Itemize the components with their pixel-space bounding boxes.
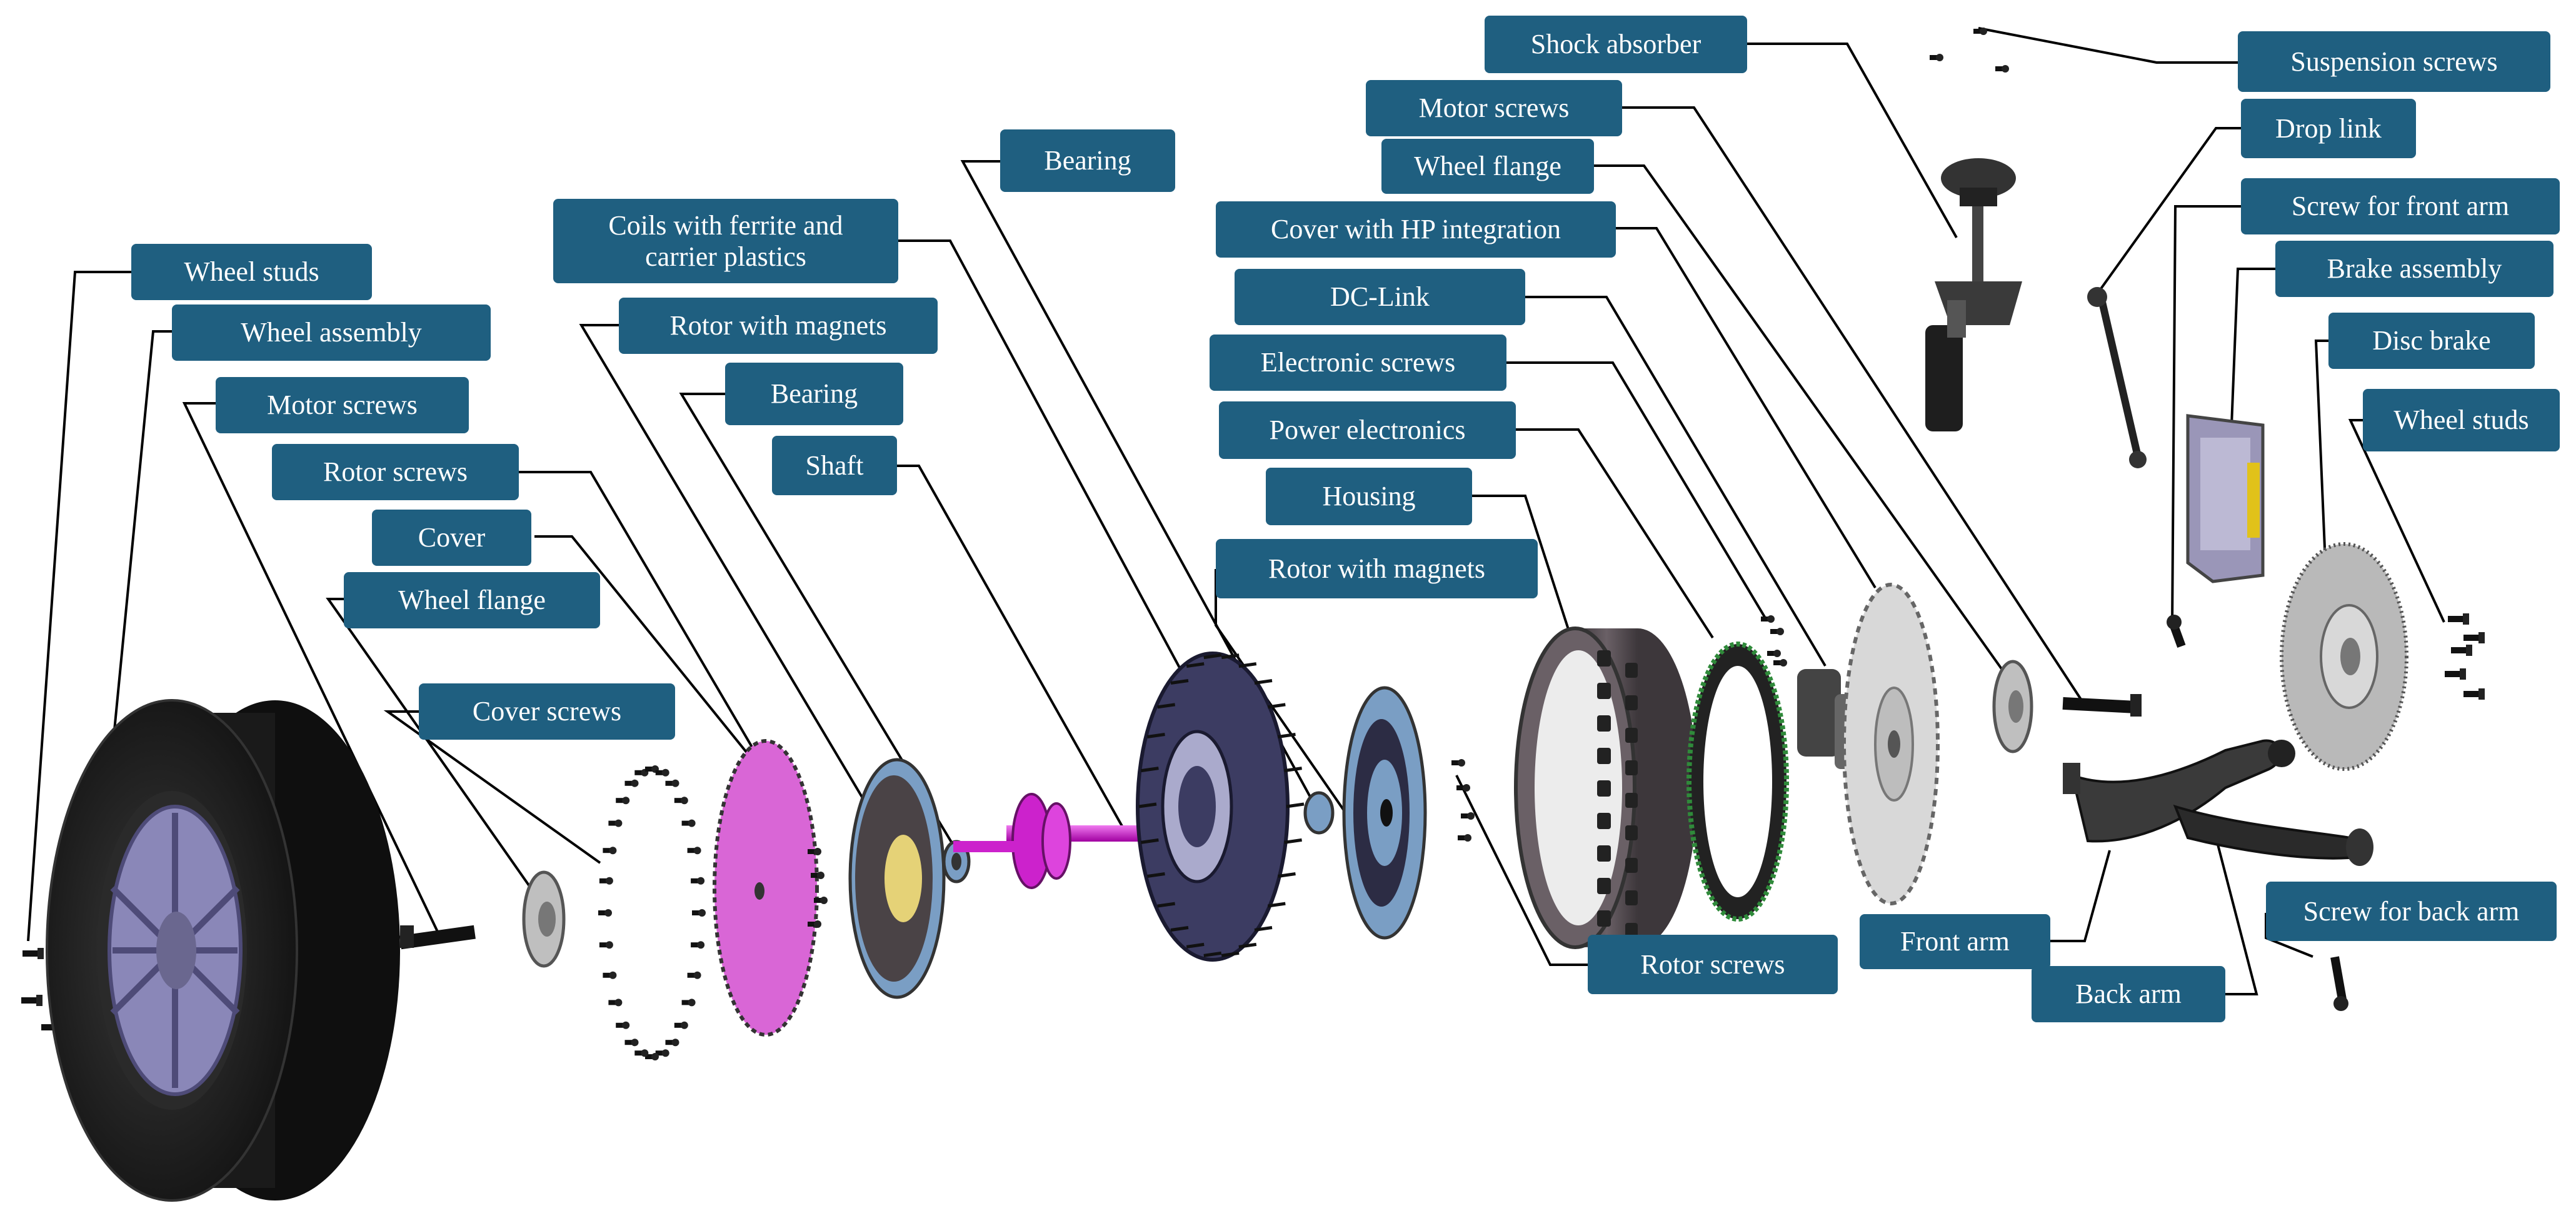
leader-motor-screws-right	[1622, 106, 2083, 702]
leader-cover-screws	[383, 710, 601, 864]
power-electronics	[1686, 642, 1789, 922]
label-screw-back-arm: Screw for back arm	[2266, 882, 2557, 941]
leader-cover-hp	[1616, 227, 1877, 589]
label-rotor-magnets-mid: Rotor with magnets	[1216, 539, 1538, 598]
label-cover-screws: Cover screws	[419, 683, 675, 740]
rotor-disc	[848, 758, 946, 999]
label-cover-hp: Cover with HP integration	[1216, 201, 1616, 258]
electronic-screws	[1761, 615, 1787, 667]
cover	[713, 739, 819, 1037]
screw-for-front-arm	[2167, 615, 2186, 648]
rotor-with-magnets	[1342, 686, 1427, 940]
shaft	[953, 793, 1150, 889]
label-drop-link: Drop link	[2241, 99, 2416, 158]
housing	[1514, 627, 1697, 949]
leader-power-electronics	[1516, 428, 1714, 639]
leader-bearing-mid	[679, 393, 958, 852]
leader-bearing-top	[960, 160, 1320, 813]
wheel-flange-left	[522, 870, 566, 968]
cover-with-hp-integration	[1842, 583, 1940, 905]
leader-front-arm	[2050, 850, 2111, 942]
leader-back-arm	[2212, 825, 2258, 995]
leader-wheel-assembly	[108, 330, 172, 782]
leader-shaft	[897, 465, 1126, 832]
leader-wheel-studs-right	[2348, 419, 2445, 623]
label-rotor-magnets-left: Rotor with magnets	[619, 298, 938, 354]
brake-assembly	[2186, 414, 2265, 583]
label-wheel-studs-left: Wheel studs	[131, 244, 372, 300]
leader-drop-link	[2096, 127, 2241, 295]
label-wheel-flange-right: Wheel flange	[1381, 139, 1594, 194]
leader-housing	[1472, 495, 1573, 642]
label-coils: Coils with ferrite and carrier plastics	[553, 199, 898, 283]
label-housing: Housing	[1266, 468, 1472, 525]
label-bearing-top: Bearing	[1000, 129, 1175, 192]
motor-screws-left	[399, 925, 476, 950]
label-rotor-screws-left: Rotor screws	[272, 444, 519, 500]
label-disc-brake: Disc brake	[2328, 313, 2535, 369]
label-wheel-flange-left: Wheel flange	[344, 572, 600, 628]
wheel-flange-right	[1992, 660, 2033, 753]
label-screw-front-arm: Screw for front arm	[2241, 178, 2560, 234]
leader-lines	[27, 27, 2445, 995]
leader-dc-link	[1525, 296, 1827, 667]
suspension-arms	[2063, 739, 2373, 866]
label-shock-absorber: Shock absorber	[1485, 16, 1747, 73]
leader-shock-absorber	[1747, 43, 1958, 238]
label-power-electronics: Power electronics	[1219, 401, 1516, 459]
leader-wheel-studs-left	[27, 271, 131, 942]
leader-brake-assembly	[2230, 268, 2275, 426]
label-bearing-mid: Bearing	[725, 363, 903, 425]
leader-rotor-screws-right	[1455, 775, 1588, 966]
label-brake-assembly: Brake assembly	[2275, 241, 2553, 297]
label-wheel-studs-right: Wheel studs	[2363, 389, 2560, 451]
leader-rotor-magnets-left	[579, 324, 876, 820]
screw-for-back-arm	[2330, 956, 2348, 1011]
label-suspension-screws: Suspension screws	[2238, 31, 2550, 92]
stator-coils	[1136, 652, 1305, 962]
leader-screw-front-arm	[2171, 205, 2241, 626]
label-back-arm: Back arm	[2032, 966, 2225, 1022]
label-cover: Cover	[372, 510, 531, 566]
shock-absorber	[1925, 158, 2022, 431]
label-front-arm: Front arm	[1860, 914, 2050, 969]
rotor-screws-right	[1451, 759, 1475, 842]
bearing-top	[1303, 791, 1335, 835]
leader-suspension-screws	[1978, 27, 2238, 64]
leader-electronic-screws	[1506, 361, 1767, 620]
label-motor-screws-left: Motor screws	[216, 377, 469, 433]
leader-wheel-flange-right	[1594, 164, 2014, 686]
wheel-assembly	[46, 699, 400, 1202]
suspension-screws	[1930, 28, 2009, 73]
leader-wheel-flange-left	[326, 598, 545, 908]
cover-screws	[598, 765, 706, 1060]
disc-brake	[2280, 542, 2408, 771]
label-motor-screws-right: Motor screws	[1366, 80, 1622, 136]
drop-link	[2087, 287, 2147, 468]
label-electronic-screws: Electronic screws	[1210, 335, 1506, 391]
wheel-studs-right	[2445, 613, 2485, 700]
label-wheel-assembly: Wheel assembly	[172, 304, 491, 361]
leader-cover	[534, 535, 764, 773]
label-dc-link: DC-Link	[1235, 269, 1525, 325]
label-shaft: Shaft	[772, 436, 897, 495]
leader-rotor-screws-left	[519, 471, 814, 852]
motor-screws-right	[2062, 694, 2142, 717]
leader-disc-brake	[2314, 340, 2328, 563]
label-rotor-screws-right: Rotor screws	[1588, 935, 1838, 994]
leader-coils	[898, 239, 1220, 742]
